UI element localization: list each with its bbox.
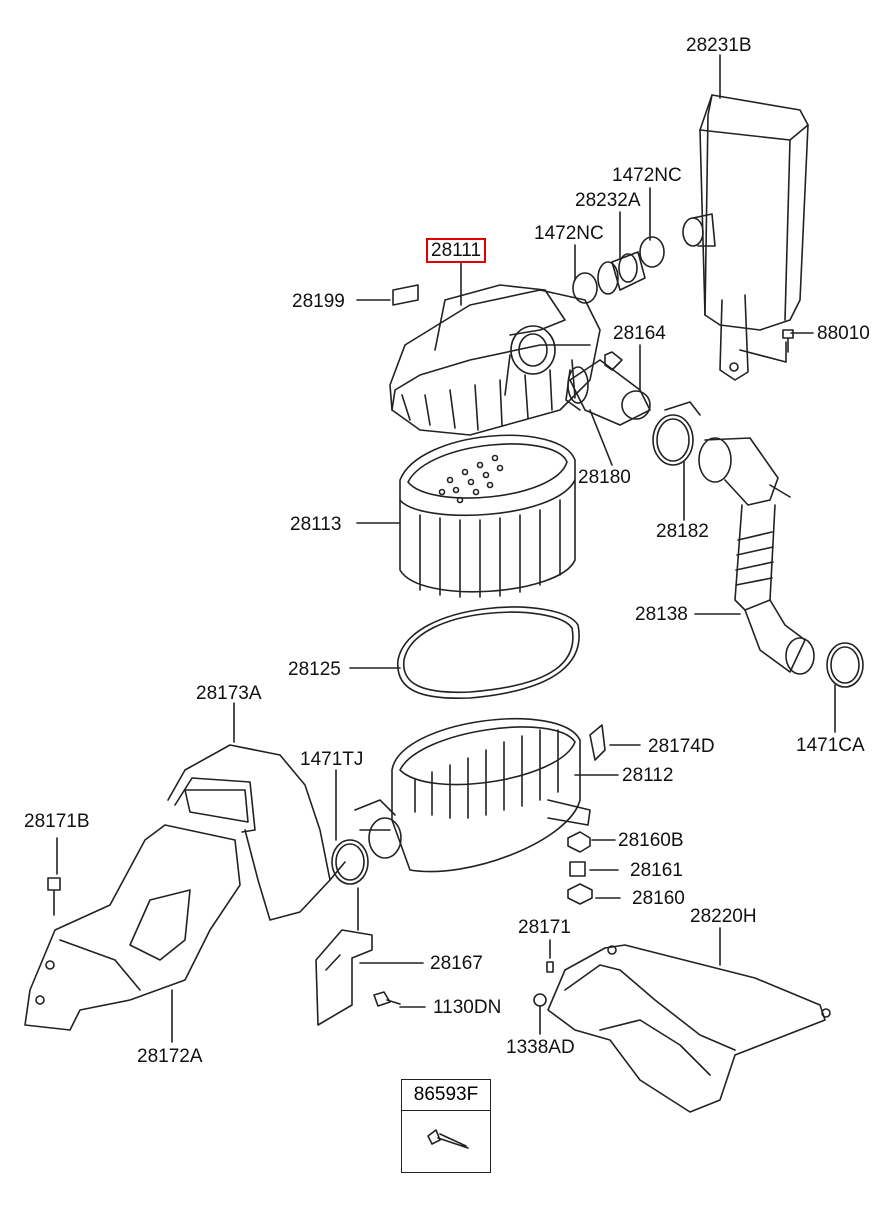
label-28167: 28167 [430, 953, 483, 974]
bolt-88010 [782, 329, 794, 353]
label-28138: 28138 [635, 604, 688, 625]
label-28232a: 28232A [575, 190, 641, 211]
duct-28220h [547, 944, 831, 1113]
label-86593f: 86593F [402, 1080, 490, 1111]
label-28125: 28125 [288, 659, 341, 680]
leader-28180 [589, 409, 613, 466]
grommet-1338ad [533, 993, 547, 1007]
duct-28172a [24, 824, 241, 1031]
bolt-86593f [427, 1129, 469, 1149]
clamp-1471tj [331, 839, 369, 885]
label-1471ca: 1471CA [796, 735, 865, 756]
label-28161: 28161 [630, 860, 683, 881]
label-plate-28199 [392, 284, 419, 306]
intake-duct-28173a [167, 744, 346, 921]
label-28180: 28180 [578, 467, 631, 488]
label-28231b: 28231B [686, 35, 752, 56]
clamp-1471ca [826, 642, 864, 688]
bolt-28171 [546, 961, 554, 973]
spacer-28161 [569, 861, 586, 877]
label-1472nc-lower: 1472NC [534, 223, 604, 244]
hose-28138 [698, 437, 815, 675]
bracket-28167 [315, 929, 373, 1026]
gasket-28125 [397, 606, 580, 700]
label-28172a: 28172A [137, 1046, 203, 1067]
label-88010: 88010 [817, 323, 870, 344]
label-28111-highlighted: 28111 [426, 238, 487, 263]
label-28182: 28182 [656, 521, 709, 542]
nut-28160 [567, 883, 593, 905]
leader-88010 [739, 341, 787, 363]
label-1471tj: 1471TJ [300, 749, 364, 770]
air-cleaner-body-28112 [354, 717, 591, 873]
bolt-1130dn [373, 991, 401, 1007]
label-28171: 28171 [518, 917, 571, 938]
label-28199: 28199 [292, 291, 345, 312]
air-cleaner-cover-28111 [389, 284, 601, 436]
label-28113: 28113 [290, 514, 342, 535]
label-28173a: 28173A [196, 683, 262, 704]
clamp-28182 [652, 401, 701, 466]
label-28171b: 28171B [24, 811, 90, 832]
label-1130dn: 1130DN [433, 997, 502, 1018]
duct-28232a [572, 236, 665, 304]
clip-28174d [589, 724, 606, 761]
label-1472nc-upper: 1472NC [612, 165, 682, 186]
resonator-28231b [682, 94, 809, 381]
label-1338ad: 1338AD [506, 1037, 575, 1058]
label-28160b: 28160B [618, 830, 684, 851]
label-28220h: 28220H [690, 906, 757, 927]
nut-28160b [567, 831, 591, 853]
gasket-28125-inner [403, 611, 574, 694]
clamp-1471ca-inner [830, 646, 860, 684]
label-28174d: 28174D [648, 736, 715, 757]
clamp-1471tj-inner [335, 843, 365, 881]
filter-element-28113 [399, 434, 576, 598]
bolt-28171b [47, 877, 61, 916]
label-28160: 28160 [632, 888, 685, 909]
label-28112: 28112 [622, 765, 674, 786]
part-box-86593f: 86593F [401, 1079, 491, 1173]
label-28164: 28164 [613, 323, 666, 344]
sensor-28164 [565, 351, 651, 426]
